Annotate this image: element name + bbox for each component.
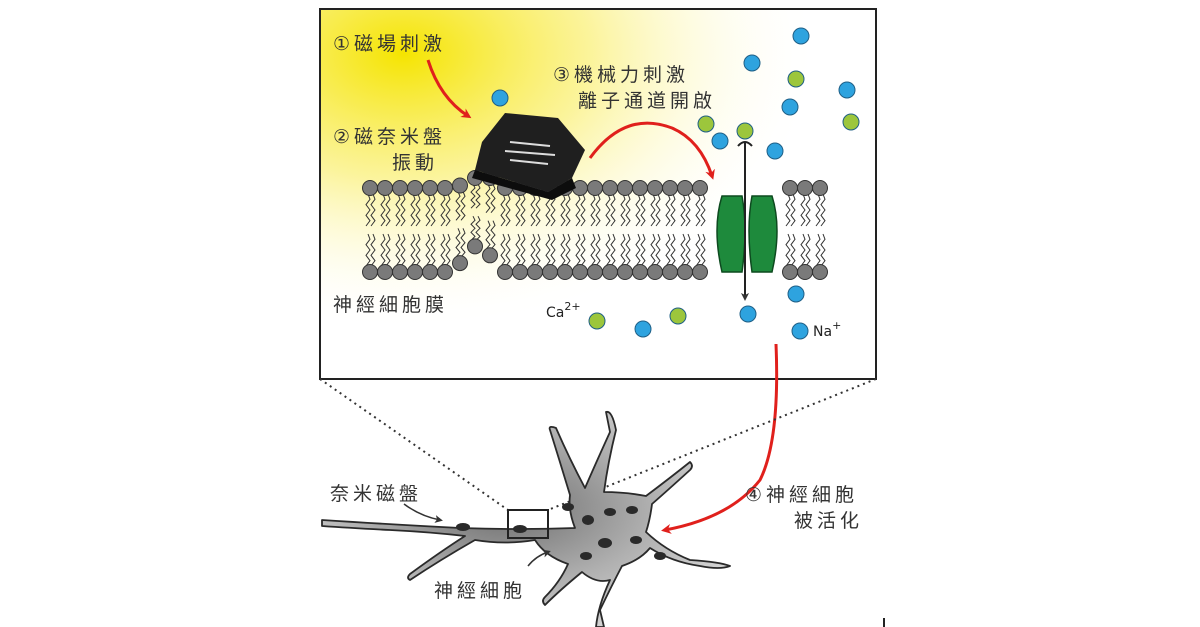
- lipid-head: [408, 265, 423, 280]
- lipid-head: [573, 265, 588, 280]
- lipid-head: [378, 265, 393, 280]
- sodium-ion: [635, 321, 651, 337]
- lipid-head: [813, 181, 828, 196]
- lipid-head: [798, 181, 813, 196]
- calcium-ion: [698, 116, 714, 132]
- lipid-head: [783, 181, 798, 196]
- lipid-head: [798, 265, 813, 280]
- lipid-head: [363, 181, 378, 196]
- lipid-head: [618, 265, 633, 280]
- lipid-head: [558, 265, 573, 280]
- sodium-ion: [767, 143, 783, 159]
- calcium-ion: [737, 123, 753, 139]
- lipid-head: [678, 181, 693, 196]
- lipid-head: [603, 181, 618, 196]
- lipid-head: [438, 181, 453, 196]
- membrane-label: 神經細胞膜: [333, 290, 448, 317]
- lipid-head: [483, 248, 498, 263]
- lipid-head: [813, 265, 828, 280]
- lipid-head: [633, 265, 648, 280]
- step2-nanodisc-vibration-line1: ②磁奈米盤: [333, 122, 446, 149]
- lipid-head: [453, 178, 468, 193]
- lipid-head: [663, 265, 678, 280]
- neuron-pointer: [528, 552, 548, 566]
- sodium-ion: [492, 90, 508, 106]
- lipid-head: [633, 181, 648, 196]
- sodium-ion: [788, 286, 804, 302]
- lipid-head: [378, 181, 393, 196]
- lipid-head: [693, 181, 708, 196]
- calcium-ion: [788, 71, 804, 87]
- sodium-ion: [782, 99, 798, 115]
- step3-mechanical-stimulation-line2: 離子通道開啟: [578, 86, 716, 113]
- calcium-ion: [843, 114, 859, 130]
- step4-neuron-activated-line2: 被活化: [794, 506, 863, 533]
- sodium-ion: [839, 82, 855, 98]
- lipid-head: [543, 265, 558, 280]
- lipid-head: [648, 265, 663, 280]
- step3-mechanical-stimulation-line1: ③機械力刺激: [553, 60, 689, 87]
- lipid-head: [408, 181, 423, 196]
- sodium-ion: [712, 133, 728, 149]
- lipid-head: [513, 265, 528, 280]
- lipid-head: [423, 181, 438, 196]
- lipid-head: [438, 265, 453, 280]
- step2-nanodisc-vibration-line2: 振動: [392, 148, 438, 175]
- step1-magnetic-stimulation: ①磁場刺激: [333, 29, 446, 56]
- nanodisc-label: 奈米磁盤: [330, 479, 422, 506]
- calcium-ion: [589, 313, 605, 329]
- lipid-head: [663, 181, 678, 196]
- lipid-head: [678, 265, 693, 280]
- lipid-head: [588, 265, 603, 280]
- lipid-head: [393, 265, 408, 280]
- lipid-head: [528, 265, 543, 280]
- lipid-head: [603, 265, 618, 280]
- lipid-head: [468, 239, 483, 254]
- sodium-ion: [792, 323, 808, 339]
- nanodisc-pointer: [404, 504, 440, 520]
- lipid-head: [453, 256, 468, 271]
- lipid-head: [423, 265, 438, 280]
- lipid-head: [618, 181, 633, 196]
- sodium-ion: [744, 55, 760, 71]
- lipid-head: [783, 265, 798, 280]
- sodium-ion: [740, 306, 756, 322]
- lipid-head: [693, 265, 708, 280]
- lipid-head: [393, 181, 408, 196]
- lipid-head: [588, 181, 603, 196]
- calcium-ion: [670, 308, 686, 324]
- sodium-ion: [793, 28, 809, 44]
- lipid-head: [363, 265, 378, 280]
- step4-neuron-activated-line1: ④神經細胞: [745, 480, 858, 507]
- neuron-label: 神經細胞: [434, 576, 526, 603]
- lipid-head: [648, 181, 663, 196]
- lipid-head: [498, 265, 513, 280]
